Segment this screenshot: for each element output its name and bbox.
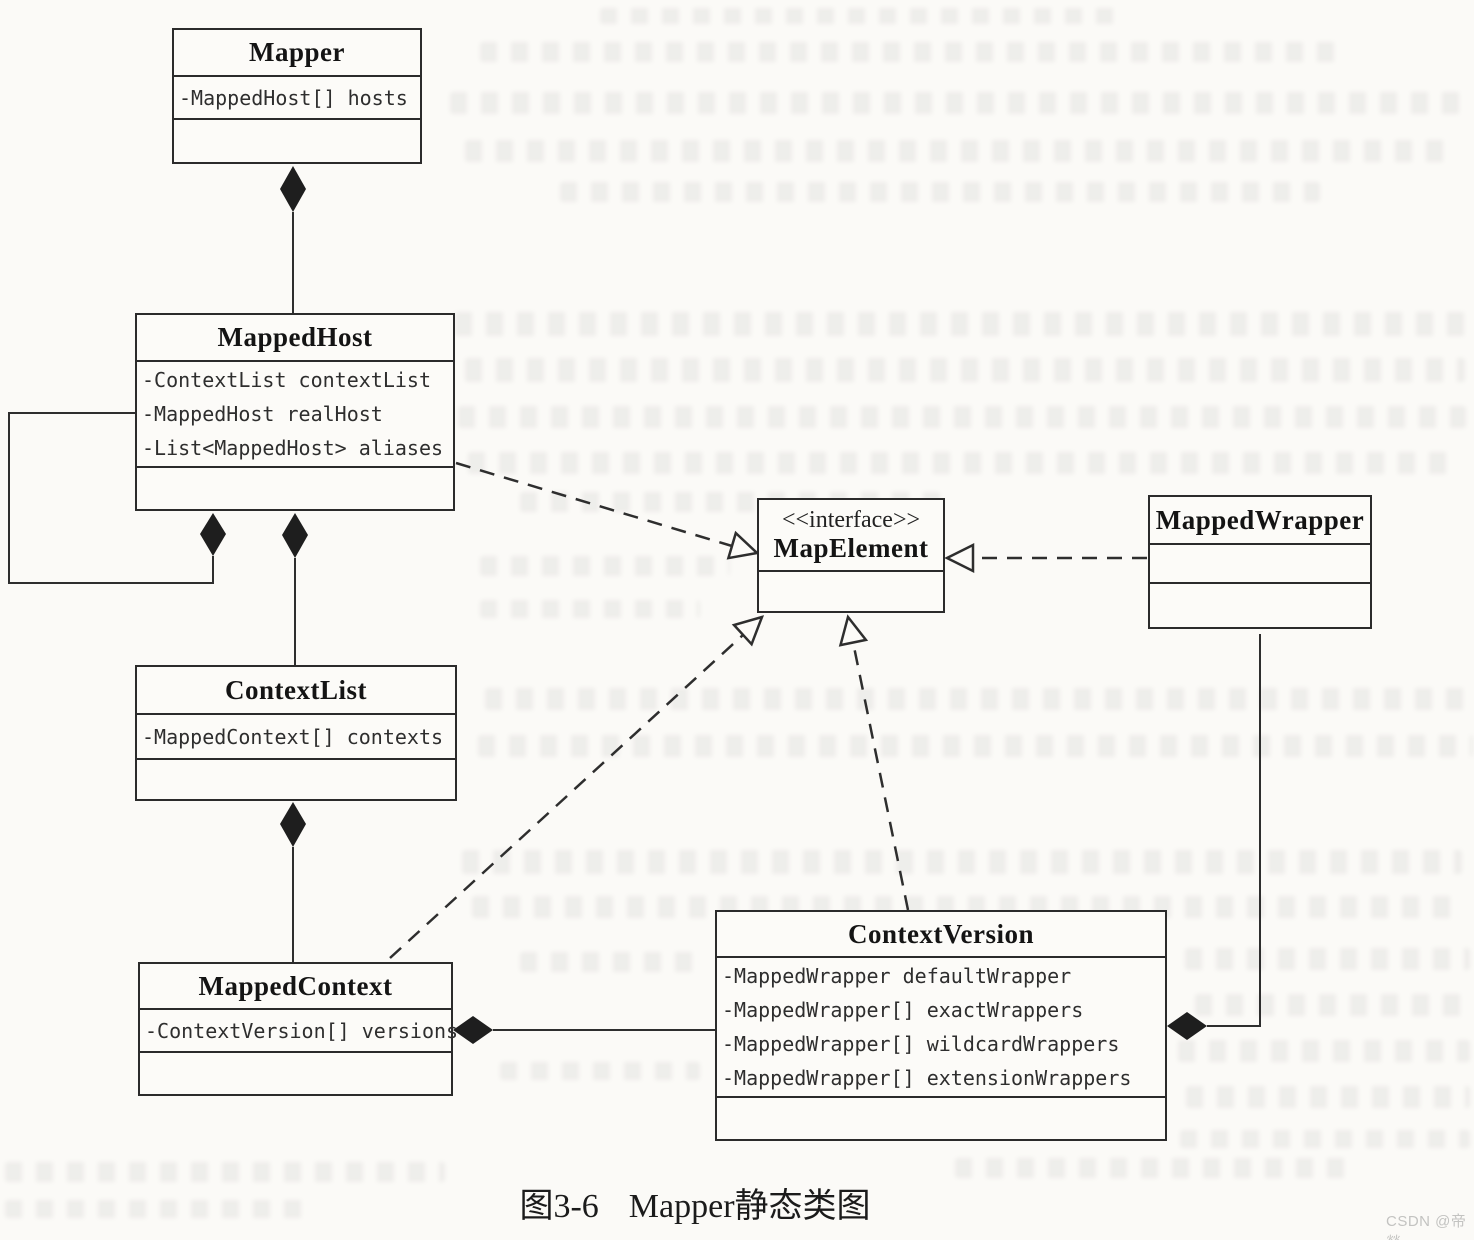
realization-mappedcontext-mapelement-line <box>389 634 744 959</box>
field-aliases: -List<MappedHost> aliases <box>142 436 444 460</box>
class-mappedwrapper: MappedWrapper <box>1148 495 1372 629</box>
class-mapper: Mapper -MappedHost[] hosts <box>172 28 422 164</box>
class-contextlist-operations <box>137 758 455 799</box>
figure-number: 图3-6 <box>519 1188 599 1225</box>
class-mappedwrapper-name: MappedWrapper <box>1155 504 1365 535</box>
figure-caption: 图3-6 Mapper静态类图 <box>0 1178 1390 1227</box>
field-realhost: -MappedHost realHost <box>142 402 383 426</box>
realization-triangle <box>731 615 765 647</box>
composition-diamond <box>280 166 306 212</box>
csdn-watermark: CSDN @帝燚 <box>1386 1213 1467 1240</box>
realization-triangle <box>726 530 760 560</box>
class-contextversion-attributes: -MappedWrapper defaultWrapper -MappedWra… <box>717 956 1165 1096</box>
class-mappedhost-operations <box>137 466 453 509</box>
composition-diamond <box>453 1016 493 1044</box>
realization-triangle <box>838 614 869 647</box>
interface-stereotype: <<interface>> <box>781 507 921 533</box>
field-contextlist: -ContextList contextList <box>142 368 431 392</box>
realization-triangle <box>944 542 975 574</box>
class-mapelement-operations <box>759 570 943 611</box>
class-contextversion-operations <box>717 1096 1165 1139</box>
composition-mappedhost-self-line <box>8 412 214 584</box>
field-defaultwrapper: -MappedWrapper defaultWrapper <box>722 964 1072 988</box>
composition-diamond <box>1167 1012 1207 1040</box>
class-mappedhost-attributes: -ContextList contextList -MappedHost rea… <box>137 360 453 466</box>
class-mappedcontext-operations <box>140 1051 451 1094</box>
class-mappedhost-name: MappedHost <box>217 322 373 352</box>
figure-title: Mapper静态类图 <box>628 1188 871 1225</box>
composition-diamond <box>282 513 308 558</box>
class-contextversion-name: ContextVersion <box>848 918 1034 949</box>
composition-diamond <box>200 513 226 556</box>
class-mappedcontext-name: MappedContext <box>198 970 393 1001</box>
composition-diamond <box>280 802 306 847</box>
class-mapper-attributes: -MappedHost[] hosts <box>174 75 420 118</box>
class-mappedcontext-attributes: -ContextVersion[] versions <box>140 1008 459 1051</box>
class-contextlist-name: ContextList <box>225 674 367 705</box>
field-extensionwrappers: -MappedWrapper[] extensionWrappers <box>722 1066 1132 1090</box>
class-mappedhost: MappedHost -ContextList contextList -Map… <box>135 313 455 511</box>
class-contextlist: ContextList -MappedContext[] contexts <box>135 665 457 801</box>
class-mappedwrapper-operations <box>1150 582 1370 627</box>
composition-contextversion-mappedwrapper-line <box>1207 634 1261 1027</box>
field-contexts: -MappedContext[] contexts <box>142 724 444 749</box>
field-exactwrappers: -MappedWrapper[] exactWrappers <box>722 998 1084 1022</box>
field-hosts: -MappedHost[] hosts <box>179 85 408 110</box>
class-mappedcontext: MappedContext -ContextVersion[] versions <box>138 962 459 1096</box>
class-mapelement-name: MapElement <box>773 533 929 563</box>
class-mapelement-header: <<interface>> MapElement <box>759 500 943 570</box>
class-mappedwrapper-attributes <box>1150 543 1370 582</box>
field-wildcardwrappers: -MappedWrapper[] wildcardWrappers <box>722 1032 1120 1056</box>
field-versions: -ContextVersion[] versions <box>145 1018 459 1043</box>
realization-mappedhost-mapelement-line <box>455 461 733 548</box>
class-contextlist-attributes: -MappedContext[] contexts <box>137 713 455 758</box>
realization-contextversion-mapelement-line <box>851 641 910 911</box>
class-mapper-name: Mapper <box>249 37 345 67</box>
class-mapelement: <<interface>> MapElement <box>757 498 945 613</box>
class-contextversion: ContextVersion -MappedWrapper defaultWra… <box>715 910 1167 1141</box>
class-mapper-operations <box>174 118 420 162</box>
